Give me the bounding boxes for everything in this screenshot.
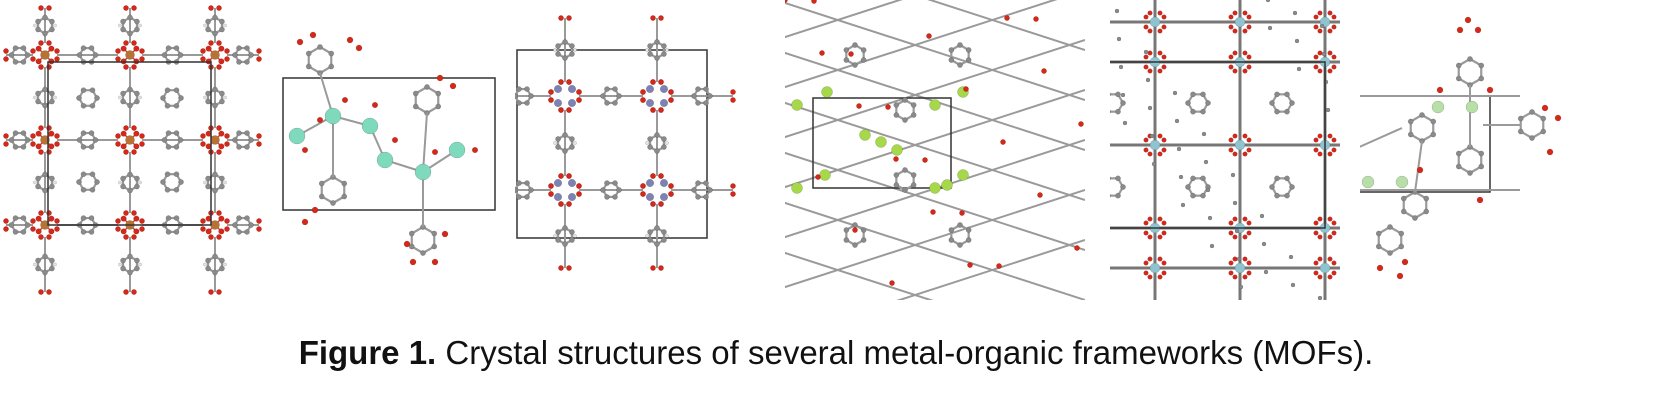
mof-structure-panel-4 bbox=[785, 0, 1085, 300]
structure-drawing bbox=[1360, 16, 1562, 280]
mof-structure-panel-2 bbox=[275, 0, 505, 300]
figure-panels bbox=[0, 0, 1660, 300]
structure-drawing bbox=[282, 31, 496, 266]
figure-label: Figure 1. bbox=[298, 334, 437, 371]
figure-caption: Figure 1. Crystal structures of several … bbox=[0, 334, 1672, 372]
structure-drawing bbox=[785, 0, 1085, 300]
mof-structure-panel-1 bbox=[0, 0, 265, 300]
structure-drawing bbox=[1110, 0, 1340, 300]
caption-text: Crystal structures of several metal-orga… bbox=[436, 334, 1374, 371]
mof-structure-panel-5 bbox=[1110, 0, 1340, 300]
mof-structure-panel-3 bbox=[515, 0, 785, 300]
structure-drawing bbox=[515, 15, 736, 271]
mof-structure-panel-6 bbox=[1360, 0, 1660, 300]
structure-drawing bbox=[3, 5, 262, 295]
